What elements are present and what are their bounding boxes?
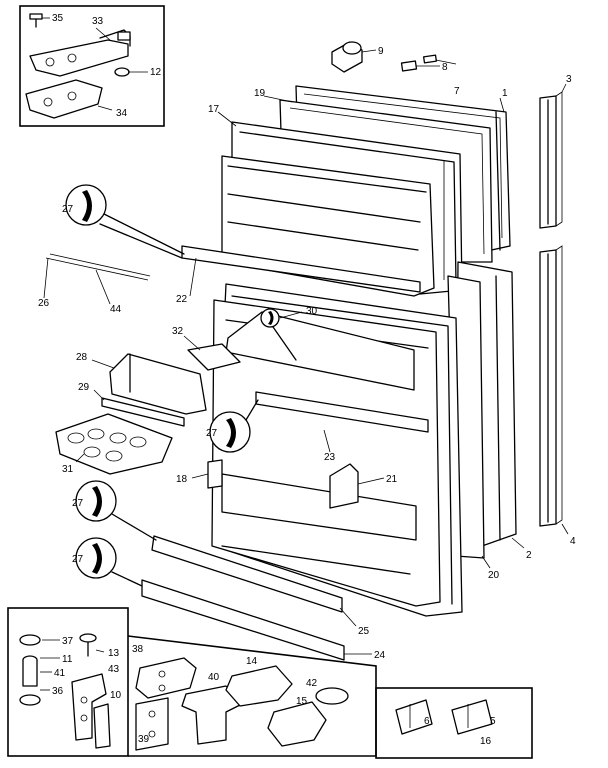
callout-30: 30 — [306, 306, 318, 317]
callout-31: 31 — [62, 464, 74, 475]
freezer-door-liner — [221, 121, 463, 297]
callout-3: 3 — [566, 74, 572, 85]
callout-17: 17 — [208, 104, 220, 115]
callout-27-freezer: 27 — [62, 204, 74, 215]
callout-5: 5 — [490, 716, 496, 727]
shelf-clip-detail — [65, 184, 185, 259]
freezer-shelf-bar — [181, 245, 421, 293]
bottom-hinge-parts-group — [127, 635, 377, 757]
top-hinge-inset — [19, 5, 165, 127]
callout-labels: 35 33 12 34 9 8 7 19 17 1 3 4 2 20 30 32… — [38, 13, 576, 747]
callout-4: 4 — [570, 536, 576, 547]
callout-38: 38 — [132, 644, 144, 655]
callout-7: 7 — [454, 86, 460, 97]
callout-16: 16 — [480, 736, 492, 747]
callout-8: 8 — [442, 62, 448, 73]
callout-29: 29 — [78, 382, 90, 393]
bar-strip — [45, 253, 151, 281]
callout-40: 40 — [208, 672, 220, 683]
upper-handle — [539, 91, 563, 229]
callout-20: 20 — [488, 570, 500, 581]
callout-9: 9 — [378, 46, 384, 57]
shelf-clip-detail — [260, 308, 280, 328]
callout-6: 6 — [424, 716, 430, 727]
callout-15: 15 — [296, 696, 308, 707]
leader-lines — [40, 17, 569, 691]
callout-21: 21 — [386, 474, 398, 485]
callout-35: 35 — [52, 13, 64, 24]
callout-1: 1 — [502, 88, 508, 99]
callout-11: 11 — [62, 654, 73, 665]
callout-10: 10 — [110, 690, 122, 701]
callout-13: 13 — [108, 648, 120, 659]
callout-43: 43 — [108, 664, 120, 675]
callout-39: 39 — [138, 734, 150, 745]
callout-37: 37 — [62, 636, 74, 647]
callout-33: 33 — [92, 16, 104, 27]
callout-18: 18 — [176, 474, 188, 485]
callout-41: 41 — [54, 668, 66, 679]
callout-28: 28 — [76, 352, 88, 363]
callout-25: 25 — [358, 626, 370, 637]
plug-part — [422, 54, 438, 64]
callout-34: 34 — [116, 108, 128, 119]
butter-door — [187, 343, 241, 371]
callout-36: 36 — [52, 686, 64, 697]
callout-32: 32 — [172, 326, 184, 337]
door-shelf-bar — [255, 391, 429, 433]
callout-14: 14 — [246, 656, 258, 667]
shelf-clip-detail — [75, 480, 157, 541]
callout-2: 2 — [526, 550, 532, 561]
egg-shelf-rail — [101, 397, 185, 427]
callout-44: 44 — [110, 304, 122, 315]
lower-handle — [539, 245, 563, 527]
callout-22: 22 — [176, 294, 188, 305]
egg-tray — [55, 413, 173, 475]
callout-42: 42 — [306, 678, 318, 689]
bottom-hinge-inset — [7, 607, 129, 757]
callout-27-shelf-24: 27 — [72, 554, 84, 565]
lower-shelf-bar-24 — [141, 579, 345, 661]
callout-27-shelf-25: 27 — [72, 498, 84, 509]
callout-12: 12 — [150, 67, 162, 78]
shelf-clip-detail — [209, 399, 259, 453]
door-stop-bracket — [207, 459, 223, 489]
bottom-right-inset — [375, 687, 533, 759]
callout-26: 26 — [38, 298, 50, 309]
callout-23: 23 — [324, 452, 336, 463]
door-stop-part — [400, 60, 418, 72]
shelf-clip-detail — [75, 537, 143, 587]
thimble-part — [331, 41, 363, 73]
butter-compartment — [109, 353, 207, 415]
callout-24: 24 — [374, 650, 386, 661]
lower-shelf-bar-25 — [151, 535, 343, 613]
callout-19: 19 — [254, 88, 266, 99]
shelf-bracket — [329, 463, 359, 509]
callout-27-door: 27 — [206, 428, 218, 439]
